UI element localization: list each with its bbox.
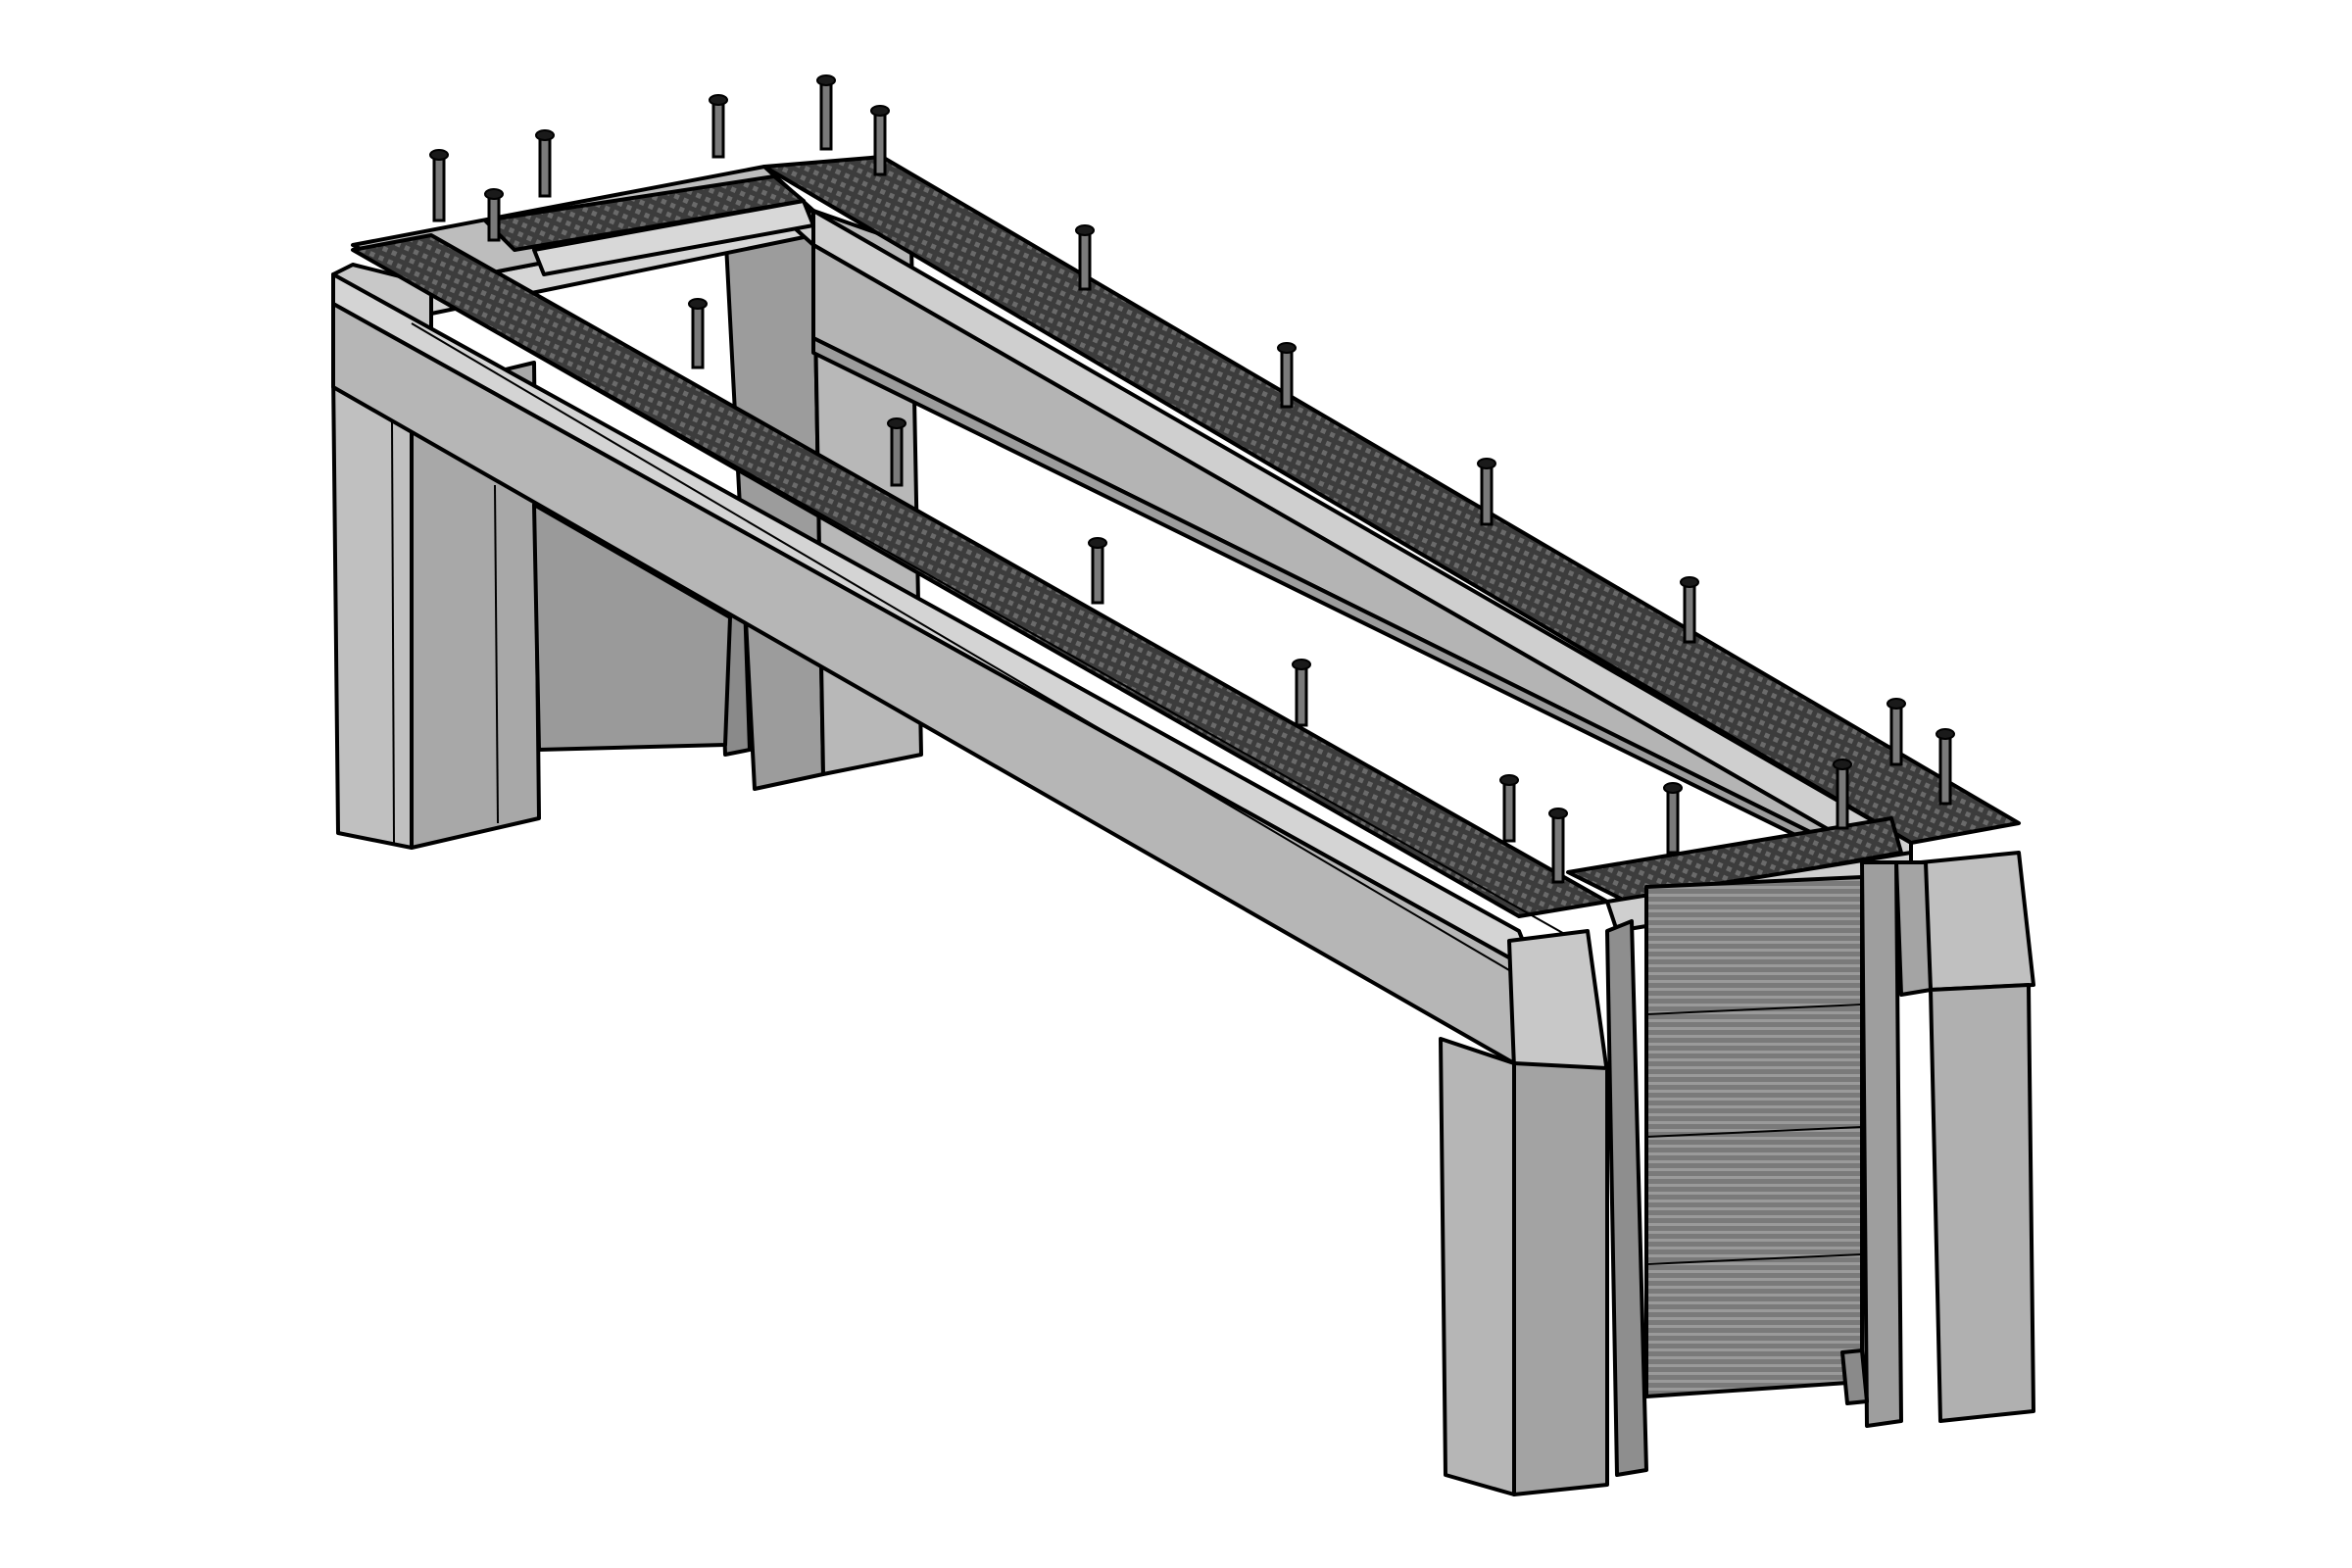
stud-pin-head xyxy=(1477,458,1496,469)
stud-pins xyxy=(429,74,1955,884)
stud-pin xyxy=(1295,662,1308,727)
stud-pin xyxy=(487,192,501,242)
stud-pin-head xyxy=(1833,759,1852,770)
stud-pin-head xyxy=(709,94,728,106)
stud-pin xyxy=(1938,732,1952,806)
stud-pin-head xyxy=(1936,728,1955,740)
stud-pin-head xyxy=(688,298,708,310)
stud-pin xyxy=(890,421,904,487)
front-beam xyxy=(331,233,1609,1065)
stud-pin xyxy=(819,78,833,151)
stud-pin-head xyxy=(1499,774,1519,786)
stud-pin-head xyxy=(535,129,555,141)
stud-pin xyxy=(1078,228,1092,291)
stud-pin-head xyxy=(1663,782,1683,794)
front-right-leg xyxy=(1439,860,1903,1496)
stud-pin xyxy=(711,98,725,159)
stud-pin xyxy=(1666,786,1680,855)
stud-pin-head xyxy=(1680,576,1699,588)
stud-pin xyxy=(1502,778,1516,843)
stud-pin xyxy=(1889,702,1903,766)
stud-pin-head xyxy=(870,105,890,117)
stud-pin xyxy=(538,133,552,198)
stud-pin xyxy=(1551,811,1565,884)
back-right-leg xyxy=(1840,983,2035,1423)
stud-pin-head xyxy=(1277,342,1297,354)
stud-pin-head xyxy=(1548,808,1568,819)
stud-pin xyxy=(873,109,887,176)
stud-pin xyxy=(1836,762,1849,830)
stud-pin-head xyxy=(484,188,504,200)
stud-pin-head xyxy=(887,417,906,429)
stud-pin-head xyxy=(816,74,836,86)
stud-pin-head xyxy=(1886,698,1906,710)
stud-pin xyxy=(1683,580,1696,644)
stud-pin xyxy=(691,302,705,369)
back-beam xyxy=(762,155,2021,894)
right-end-caps xyxy=(1507,851,2035,1075)
stud-pin-head xyxy=(1088,537,1107,549)
stud-pin-head xyxy=(429,149,449,161)
stud-pin xyxy=(1480,462,1494,526)
stud-pin xyxy=(1091,541,1104,605)
stud-pin xyxy=(432,153,446,222)
stud-pin xyxy=(1280,346,1294,409)
stud-pin-head xyxy=(1292,659,1311,670)
stud-pin-head xyxy=(1075,224,1095,236)
